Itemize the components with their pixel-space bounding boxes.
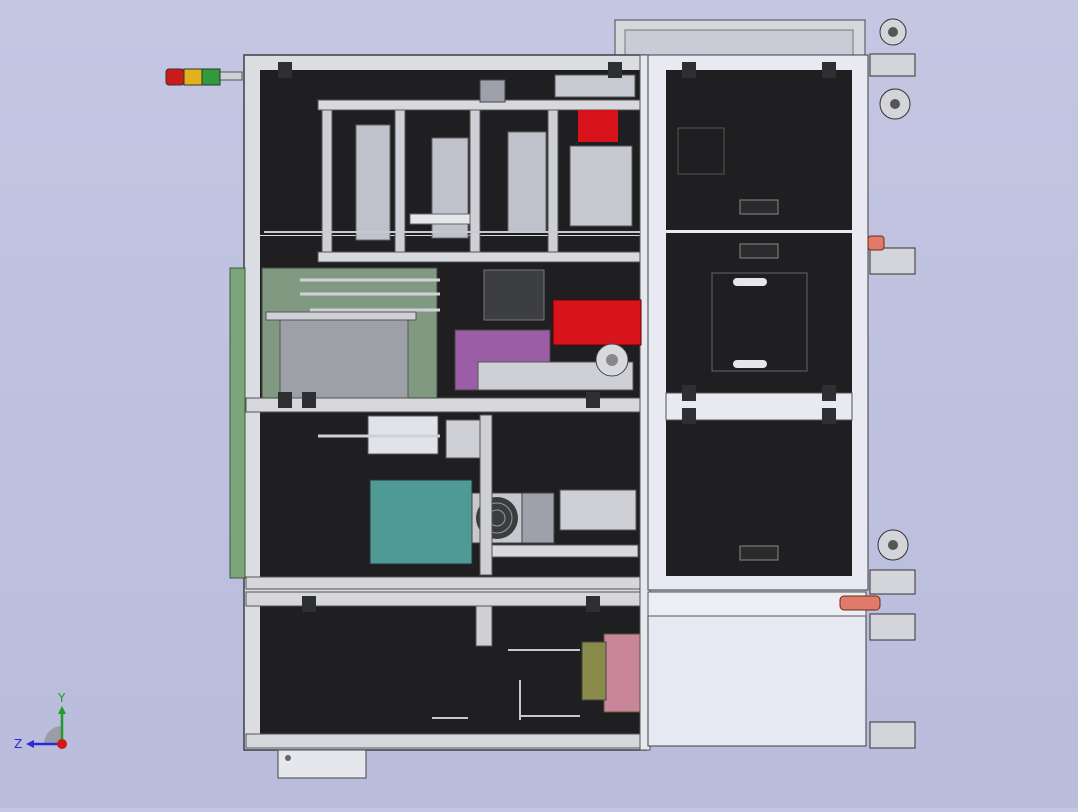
- middle-module: [229, 267, 642, 579]
- axis-triad: Y Z: [14, 691, 67, 751]
- lower-cabinet-panel: [647, 615, 867, 747]
- olive-block: [581, 641, 607, 701]
- corner-brackets: [278, 62, 836, 612]
- casters: [839, 18, 916, 749]
- signal-lamp-yellow: [183, 68, 203, 86]
- base-module: [277, 605, 641, 779]
- door-latch: [739, 199, 779, 215]
- upper-red-block: [578, 110, 618, 142]
- door-latch: [739, 545, 779, 561]
- right-cabinet: [647, 54, 869, 747]
- pink-block: [603, 633, 641, 713]
- signal-tower-base: [219, 71, 243, 81]
- upper-rack: [264, 74, 641, 263]
- axis-z-label: Z: [14, 737, 22, 751]
- red-motor: [552, 299, 642, 346]
- signal-lamp-red: [165, 68, 185, 86]
- lower-module: [318, 414, 639, 576]
- green-side-panel: [229, 267, 246, 579]
- foot-pedal: [277, 749, 367, 779]
- teal-panel: [369, 479, 473, 565]
- orange-handle: [867, 235, 885, 251]
- orange-handle: [839, 595, 881, 611]
- cabinet-top-handle: [614, 19, 866, 57]
- signal-lamp-green: [201, 68, 221, 86]
- base-cavity: [260, 606, 640, 734]
- signal-tower: [165, 68, 243, 86]
- door-latch: [739, 243, 779, 259]
- axis-y-label: Y: [57, 691, 66, 705]
